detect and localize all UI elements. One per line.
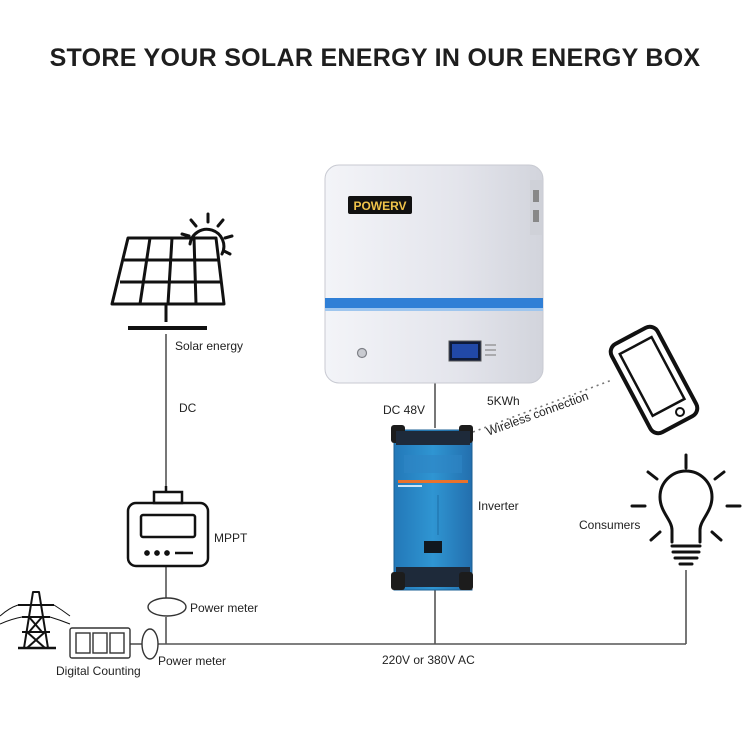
energy-box-battery: POWERV <box>324 164 544 384</box>
consumers-label: Consumers <box>579 518 641 532</box>
battery-brand-text: POWERV <box>353 199 406 213</box>
power-meter-label-lower: Power meter <box>158 654 227 668</box>
ac-line-label: 220V or 380V AC <box>382 653 475 667</box>
dc-48v-label: DC 48V <box>383 403 426 417</box>
inverter-unit <box>391 425 473 591</box>
wiring <box>130 334 687 645</box>
solar-panel-icon <box>110 236 226 330</box>
smartphone-icon <box>608 324 700 436</box>
light-bulb-icon <box>630 453 742 566</box>
sun-icon <box>180 212 234 256</box>
wireless-link <box>472 379 613 433</box>
digital-counter-icon <box>69 627 131 659</box>
mppt-icon <box>126 486 210 568</box>
battery-switch-icon <box>356 347 368 359</box>
dc-label: DC <box>179 401 197 415</box>
mppt-label: MPPT <box>214 531 248 545</box>
power-pylon-icon <box>0 591 71 650</box>
capacity-label: 5KWh <box>487 394 520 408</box>
inverter-label: Inverter <box>478 499 519 513</box>
battery-accent-stripe <box>325 298 543 308</box>
power-meter-label-upper: Power meter <box>190 601 259 615</box>
power-meter-icon <box>141 628 159 660</box>
solar-energy-label: Solar energy <box>175 339 244 353</box>
battery-brand-logo <box>348 196 412 214</box>
power-meter-icon <box>147 597 187 617</box>
page-title: STORE YOUR SOLAR ENERGY IN OUR ENERGY BO… <box>49 44 701 72</box>
digital-counting-label: Digital Counting <box>56 664 141 678</box>
